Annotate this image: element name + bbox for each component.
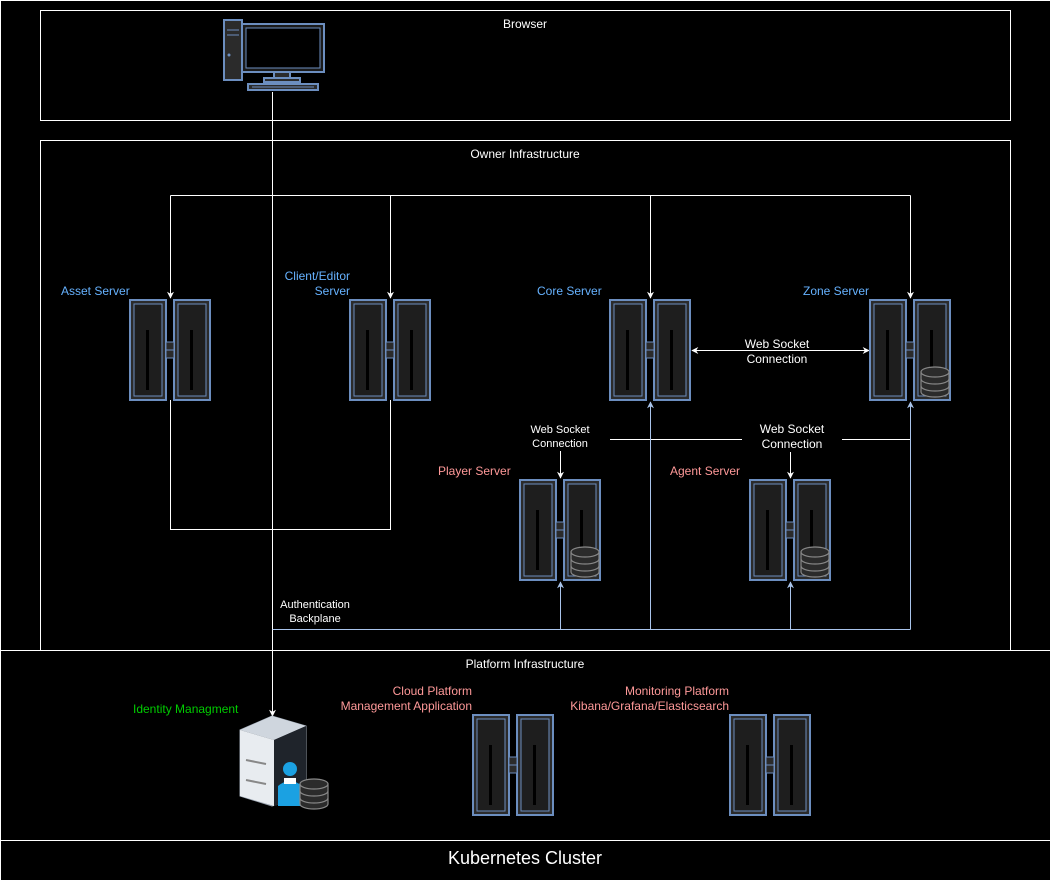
connectors [167, 92, 914, 717]
monitoring-platform-label-line2: Kibana/Grafana/Elasticsearch [570, 699, 729, 713]
agent-websocket-label-line2: Connection [742, 437, 842, 452]
zone-server-label: Zone Server [803, 284, 870, 298]
owner-container [40, 140, 1011, 650]
blue-connectors [272, 401, 914, 630]
core-server-icon [609, 299, 691, 401]
agent-websocket-label-line1: Web Socket [759, 422, 825, 436]
core-zone-websocket-label-line1: Web Socket [744, 337, 810, 351]
player-server-label: Player Server [438, 464, 511, 478]
player-websocket-label-line2: Connection [510, 437, 610, 451]
cluster-label: Kubernetes Cluster [447, 848, 603, 868]
core-zone-websocket-label-line2: Connection [746, 352, 808, 366]
desktop-computer-icon [223, 19, 325, 91]
monitoring-platform-label-line1: Monitoring Platform [624, 684, 729, 698]
browser-container [40, 10, 1011, 121]
client-editor-server-label-line2: Server [314, 284, 350, 298]
monitoring-server-icon [729, 714, 811, 816]
player-websocket-label-line1: Web Socket [530, 424, 590, 436]
auth-backplane-label-line2: Backplane [289, 613, 341, 625]
agent-server-label: Agent Server [670, 464, 741, 478]
cloud-platform-label-line1: Cloud Platform [392, 684, 472, 698]
cloud-platform-label-line2: Management Application [340, 699, 472, 713]
cloud-platform-server-icon [472, 714, 554, 816]
asset-client-loop-line [170, 400, 391, 530]
player-database-icon [570, 546, 600, 578]
asset-server-label: Asset Server [61, 284, 130, 298]
core-server-label: Core Server [537, 284, 602, 298]
auth-backplane-label-line1: Authentication [280, 599, 350, 611]
client-editor-server-label-line1: Client/Editor [284, 269, 350, 283]
owner-container-label: Owner Infrastructure [470, 147, 580, 161]
asset-server-icon [129, 299, 211, 401]
agent-database-icon [800, 546, 830, 578]
platform-container-label: Platform Infrastructure [465, 657, 585, 671]
client-editor-server-icon [349, 299, 431, 401]
identity-server-icon [239, 715, 329, 810]
identity-management-label: Identity Managment [133, 702, 239, 716]
zone-database-icon [920, 366, 950, 398]
browser-container-label: Browser [502, 17, 547, 31]
